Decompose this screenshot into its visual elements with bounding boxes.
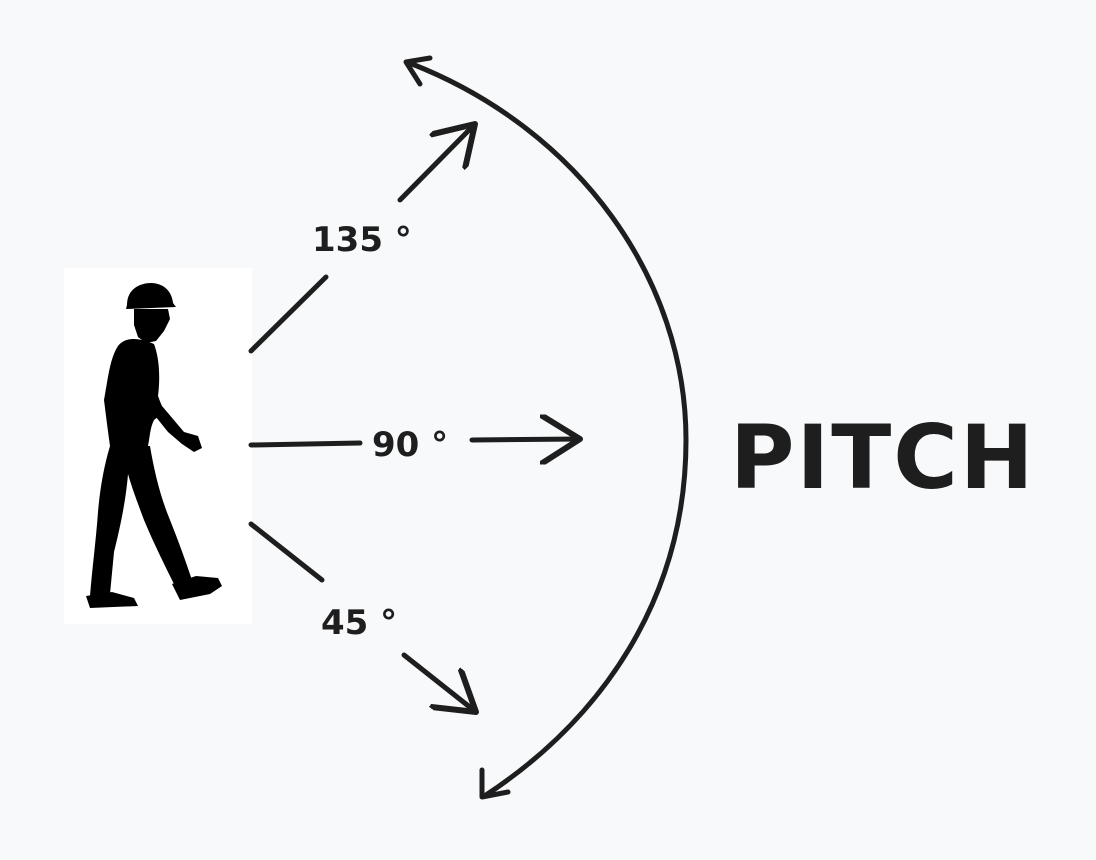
arrow-135-head-line [397, 124, 475, 203]
person-figure [64, 268, 252, 624]
arrow-135: 135 ° [248, 124, 475, 354]
pitch-arc-top-arrowhead [403, 55, 433, 87]
label-90: 90 ° [372, 425, 448, 465]
arrow-90-head-line [469, 439, 580, 440]
arrow-135-tail [248, 274, 329, 354]
arrow-90-tail [248, 440, 363, 448]
arrow-45-tail [248, 521, 325, 583]
pitch-arc-bottom-arrowhead [479, 767, 511, 800]
walking-person-icon [86, 283, 222, 608]
arrow-45-head-line [401, 652, 476, 712]
pitch-arc-curve [409, 61, 689, 798]
pitch-arc [403, 55, 689, 800]
arrow-90: 90 ° [248, 425, 580, 465]
pitch-title: PITCH [730, 406, 1036, 509]
label-135: 135 ° [312, 220, 412, 260]
label-45: 45 ° [321, 603, 397, 643]
arrow-45: 45 ° [248, 521, 476, 712]
